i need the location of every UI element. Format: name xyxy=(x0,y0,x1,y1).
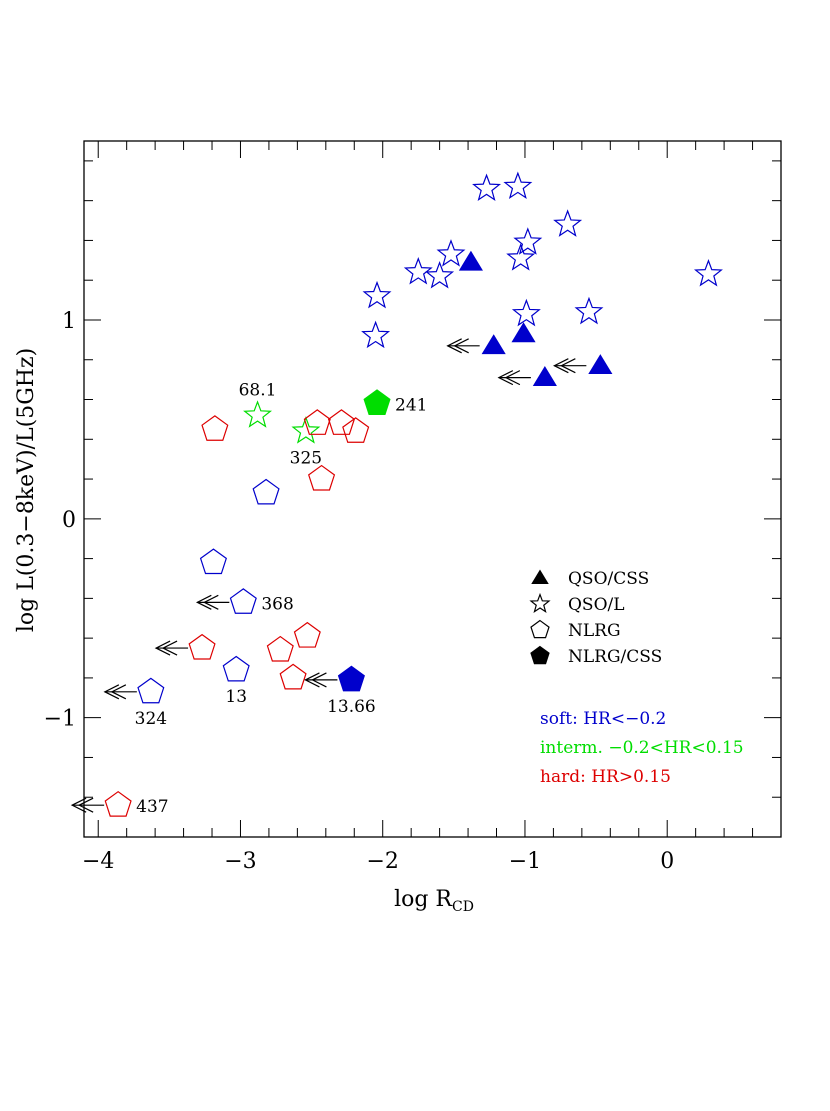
star-point xyxy=(436,239,466,267)
point-label: 13.66 xyxy=(327,697,376,717)
pentagon-point xyxy=(308,464,336,491)
data-points: 68.1 325 241 368 13 13.66 324 437 xyxy=(70,171,723,817)
legend-label: NLRG/CSS xyxy=(568,647,662,667)
pentagon-point xyxy=(337,665,365,692)
point-label: 13 xyxy=(225,687,247,707)
point-label: 324 xyxy=(135,709,167,729)
y-tick-label: −1 xyxy=(44,707,76,732)
legend-hr-hard: hard: HR>0.15 xyxy=(540,767,671,787)
upper-limit-arrowhead xyxy=(154,640,171,656)
pentagon-point xyxy=(303,409,331,435)
pentagon-point xyxy=(363,389,391,416)
star-point xyxy=(291,416,321,444)
star-point xyxy=(503,171,533,200)
point-label: 437 xyxy=(136,797,168,817)
star-point xyxy=(362,280,392,309)
triangle-point xyxy=(511,322,536,343)
pentagon-point xyxy=(327,409,356,435)
legend-label: QSO/CSS xyxy=(568,569,649,589)
triangle-point xyxy=(458,250,483,271)
point-label: 68.1 xyxy=(239,380,277,400)
star-point xyxy=(511,298,541,327)
point-label: 368 xyxy=(261,594,293,614)
upper-limit-arrowhead xyxy=(497,370,514,386)
legend-triangle-symbol xyxy=(531,569,549,584)
pentagon-point xyxy=(137,677,165,704)
upper-limit-arrowhead xyxy=(453,338,469,354)
axis-tick-labels: −4 −3 −2 −1 0 −1 0 1 xyxy=(44,309,675,874)
triangle-point xyxy=(588,354,613,375)
point-label: 241 xyxy=(395,395,427,415)
upper-limit-arrowhead xyxy=(195,594,212,610)
axis-ticks xyxy=(84,141,782,838)
x-tick-label: −1 xyxy=(509,849,541,874)
y-tick-label: 0 xyxy=(62,508,76,533)
upper-limit-arrowhead xyxy=(110,684,127,700)
upper-limit-arrowhead xyxy=(560,358,576,374)
y-tick-label: 1 xyxy=(62,309,76,334)
x-tick-label: 0 xyxy=(660,849,674,874)
pentagon-point xyxy=(252,478,280,505)
legend-label: NLRG xyxy=(568,621,621,641)
pentagon-point xyxy=(279,663,307,690)
legend-pentagon-symbol xyxy=(530,645,550,665)
upper-limit-arrowhead xyxy=(202,594,219,610)
upper-limit-arrowhead xyxy=(103,684,120,700)
legend-label: QSO/L xyxy=(568,595,625,615)
pentagon-point xyxy=(201,415,229,441)
upper-limit-arrowhead xyxy=(161,640,178,656)
x-axis-label-main: log R xyxy=(394,887,453,912)
legend: QSO/CSS QSO/L NLRG NLRG/CSS soft: HR<−0.2 int… xyxy=(529,569,744,787)
triangle-point xyxy=(481,334,506,355)
upper-limit-arrowhead xyxy=(504,370,521,386)
upper-limit-arrowhead xyxy=(311,672,327,688)
upper-limit-arrowhead xyxy=(304,672,320,688)
star-point xyxy=(425,261,455,289)
pentagon-point xyxy=(199,548,227,575)
pentagon-point xyxy=(188,633,216,660)
legend-pentagon-symbol xyxy=(530,619,550,639)
legend-hr-interm: interm. −0.2<HR<0.15 xyxy=(540,738,744,758)
legend-hr-soft: soft: HR<−0.2 xyxy=(540,709,666,729)
star-point xyxy=(403,257,433,285)
upper-limit-arrowhead xyxy=(446,338,462,354)
legend-star-symbol xyxy=(529,592,551,614)
plot-frame xyxy=(83,140,782,838)
upper-limit-arrowhead xyxy=(77,797,94,813)
star-point xyxy=(693,259,723,287)
pentagon-point xyxy=(342,417,370,443)
pentagon-point xyxy=(104,790,132,817)
star-point xyxy=(553,209,583,237)
star-point xyxy=(361,320,391,349)
pentagon-point xyxy=(222,655,250,682)
x-tick-label: −3 xyxy=(224,849,256,874)
pentagon-point xyxy=(229,588,257,614)
x-tick-label: −4 xyxy=(82,849,114,874)
x-axis-label: log RCD xyxy=(394,887,474,915)
triangle-point xyxy=(532,366,557,386)
pentagon-point xyxy=(266,635,294,662)
upper-limit-arrowhead xyxy=(70,797,87,813)
x-axis-label-sub: CD xyxy=(452,899,474,915)
star-point xyxy=(513,227,543,255)
x-tick-label: −2 xyxy=(366,849,398,874)
star-point xyxy=(472,173,502,202)
star-point xyxy=(243,400,273,428)
upper-limit-arrowhead xyxy=(553,358,569,374)
point-label: 325 xyxy=(290,448,322,468)
star-point xyxy=(574,296,604,325)
star-point xyxy=(506,243,536,271)
y-axis-label: log L(0.3−8keV)/L(5GHz) xyxy=(14,348,39,632)
pentagon-point xyxy=(293,621,321,648)
